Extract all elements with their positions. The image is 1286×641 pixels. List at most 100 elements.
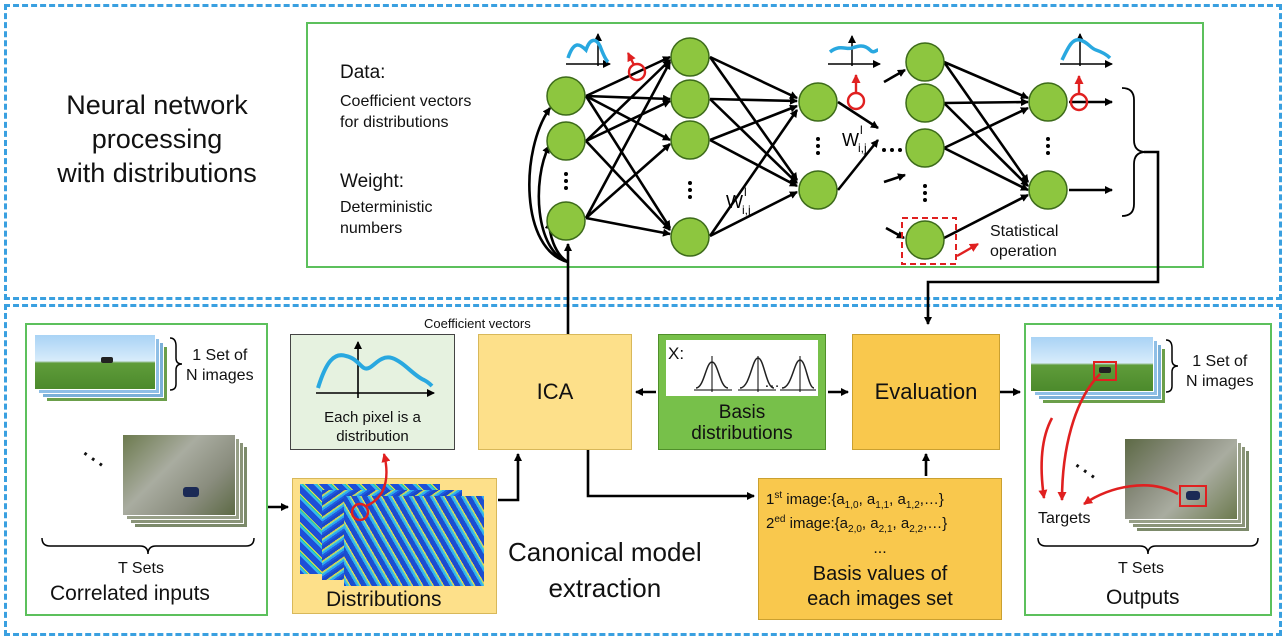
pixel-dist-line-2: distribution — [336, 428, 409, 445]
basis-values-caption-line-2: each images set — [807, 588, 953, 610]
drone-icon-output — [1099, 367, 1111, 373]
nn-title-line-1: Neural network — [66, 90, 248, 120]
top-panel-border — [4, 4, 1282, 300]
distributions-to-ica-arrow — [498, 453, 522, 502]
input-image-stack-2 — [122, 434, 258, 528]
correlated-inputs-label: Correlated inputs — [50, 582, 210, 605]
node-l4-3 — [905, 128, 945, 168]
feedback-to-evaluation — [924, 150, 1160, 325]
output-set-label: 1 Set of N images — [1186, 352, 1254, 392]
basis-caption-line-1: Basis — [718, 402, 766, 423]
weight-desc-line-1: Deterministic — [340, 199, 433, 216]
output-arrows — [1069, 98, 1113, 194]
data-label: Data: — [340, 62, 386, 83]
input-set-line-2: N images — [186, 367, 254, 384]
weight-label: Weight: — [340, 171, 405, 192]
basis-values-caption: Basis values of each images set — [758, 562, 1002, 612]
connections-l2-l3 — [708, 55, 799, 238]
output-set-line-1: 1 Set of — [1192, 353, 1248, 370]
connections-l3-l4 — [836, 68, 906, 240]
weight-sup-1: l — [744, 185, 747, 199]
pixel-distribution-caption: Each pixel is a distribution — [290, 408, 455, 446]
statistical-op-label: Statistical operation — [990, 222, 1058, 262]
node-l5-1 — [1028, 82, 1068, 122]
input-image-stack-1 — [34, 334, 170, 402]
input-tsets-label: T Sets — [118, 560, 164, 577]
weight-symbol-2: W — [842, 130, 859, 150]
basis-ellipsis: … — [764, 374, 780, 391]
node-l5-2 — [1028, 170, 1068, 210]
node-l2-2 — [670, 79, 710, 119]
node-l3-1 — [798, 82, 838, 122]
node-l4-1 — [905, 42, 945, 82]
vertical-ellipses — [564, 137, 1050, 202]
node-l4-2 — [905, 83, 945, 123]
output-set-line-2: N images — [1186, 373, 1254, 390]
weight-symbol-1: W — [726, 192, 743, 212]
nn-nodes — [546, 37, 1068, 260]
node-l1-2 — [546, 121, 586, 161]
node-l1-1 — [546, 76, 586, 116]
node-l4-4 — [905, 220, 945, 260]
nn-title-line-3: with distributions — [57, 158, 257, 188]
stat-probe-1 — [626, 52, 647, 82]
mini-dist-plot-2 — [828, 35, 881, 68]
basis-values-line-1: 1st image:{a1,0, a1,1, a1,2,…} — [766, 490, 944, 511]
weight-desc: Deterministic numbers — [340, 197, 432, 239]
statistical-op-arrow — [956, 242, 979, 258]
input-set-label: 1 Set of N images — [186, 346, 254, 386]
connections-l4-l5 — [942, 60, 1030, 240]
stat-probe-3 — [1069, 75, 1089, 112]
data-desc: Coefficient vectors for distributions — [340, 91, 471, 133]
ica-box: ICA — [478, 334, 632, 450]
outputs-label: Outputs — [1106, 586, 1180, 609]
weight-sup-2: l — [860, 123, 863, 137]
ica-to-basis-values-arrow — [586, 450, 755, 500]
car-icon-output — [1186, 491, 1200, 500]
node-l2-3 — [670, 120, 710, 160]
weight-sub-2: i,j — [858, 141, 867, 155]
input-sky-image — [34, 334, 156, 390]
mini-dist-plot-3 — [1060, 33, 1113, 68]
basis-values-line-2: 2ed image:{a2,0, a2,1, a2,2,…} — [766, 514, 948, 535]
car-icon — [183, 487, 199, 497]
basis-x-label: X: — [668, 344, 685, 363]
output-image-stack-1 — [1030, 336, 1170, 404]
output-tsets-label: T Sets — [1118, 560, 1164, 577]
statistical-op-line-1: Statistical — [990, 223, 1059, 240]
canonical-title: Canonical model extraction — [508, 534, 702, 606]
output-road-image — [1124, 438, 1238, 520]
data-desc-line-2: for distributions — [340, 114, 449, 131]
basis-values-dots: ... — [873, 540, 887, 557]
data-desc-line-1: Coefficient vectors — [340, 93, 472, 110]
pixel-dist-line-1: Each pixel is a — [324, 409, 421, 426]
mini-dist-plot-1 — [566, 33, 611, 68]
input-set-line-1: 1 Set of — [192, 347, 248, 364]
evaluation-box: Evaluation — [852, 334, 1000, 450]
basis-caption: Basis distributions — [658, 402, 826, 444]
output-image-stack-2 — [1124, 438, 1260, 532]
node-l2-1 — [670, 37, 710, 77]
noise-map-stack — [300, 484, 490, 588]
basis-plots-panel — [666, 340, 818, 396]
weight-desc-line-2: numbers — [340, 220, 403, 237]
nn-title: Neural network processing with distribut… — [22, 88, 292, 190]
nn-box — [306, 22, 1204, 268]
drone-target-box — [1093, 361, 1117, 381]
node-l2-4 — [670, 217, 710, 257]
evaluation-label: Evaluation — [874, 379, 978, 404]
canonical-title-line-2: extraction — [548, 573, 662, 603]
node-l3-2 — [798, 170, 838, 210]
targets-label: Targets — [1038, 510, 1091, 527]
basis-values-box — [758, 478, 1002, 620]
car-target-box — [1179, 485, 1207, 507]
node-l1-3 — [546, 201, 586, 241]
